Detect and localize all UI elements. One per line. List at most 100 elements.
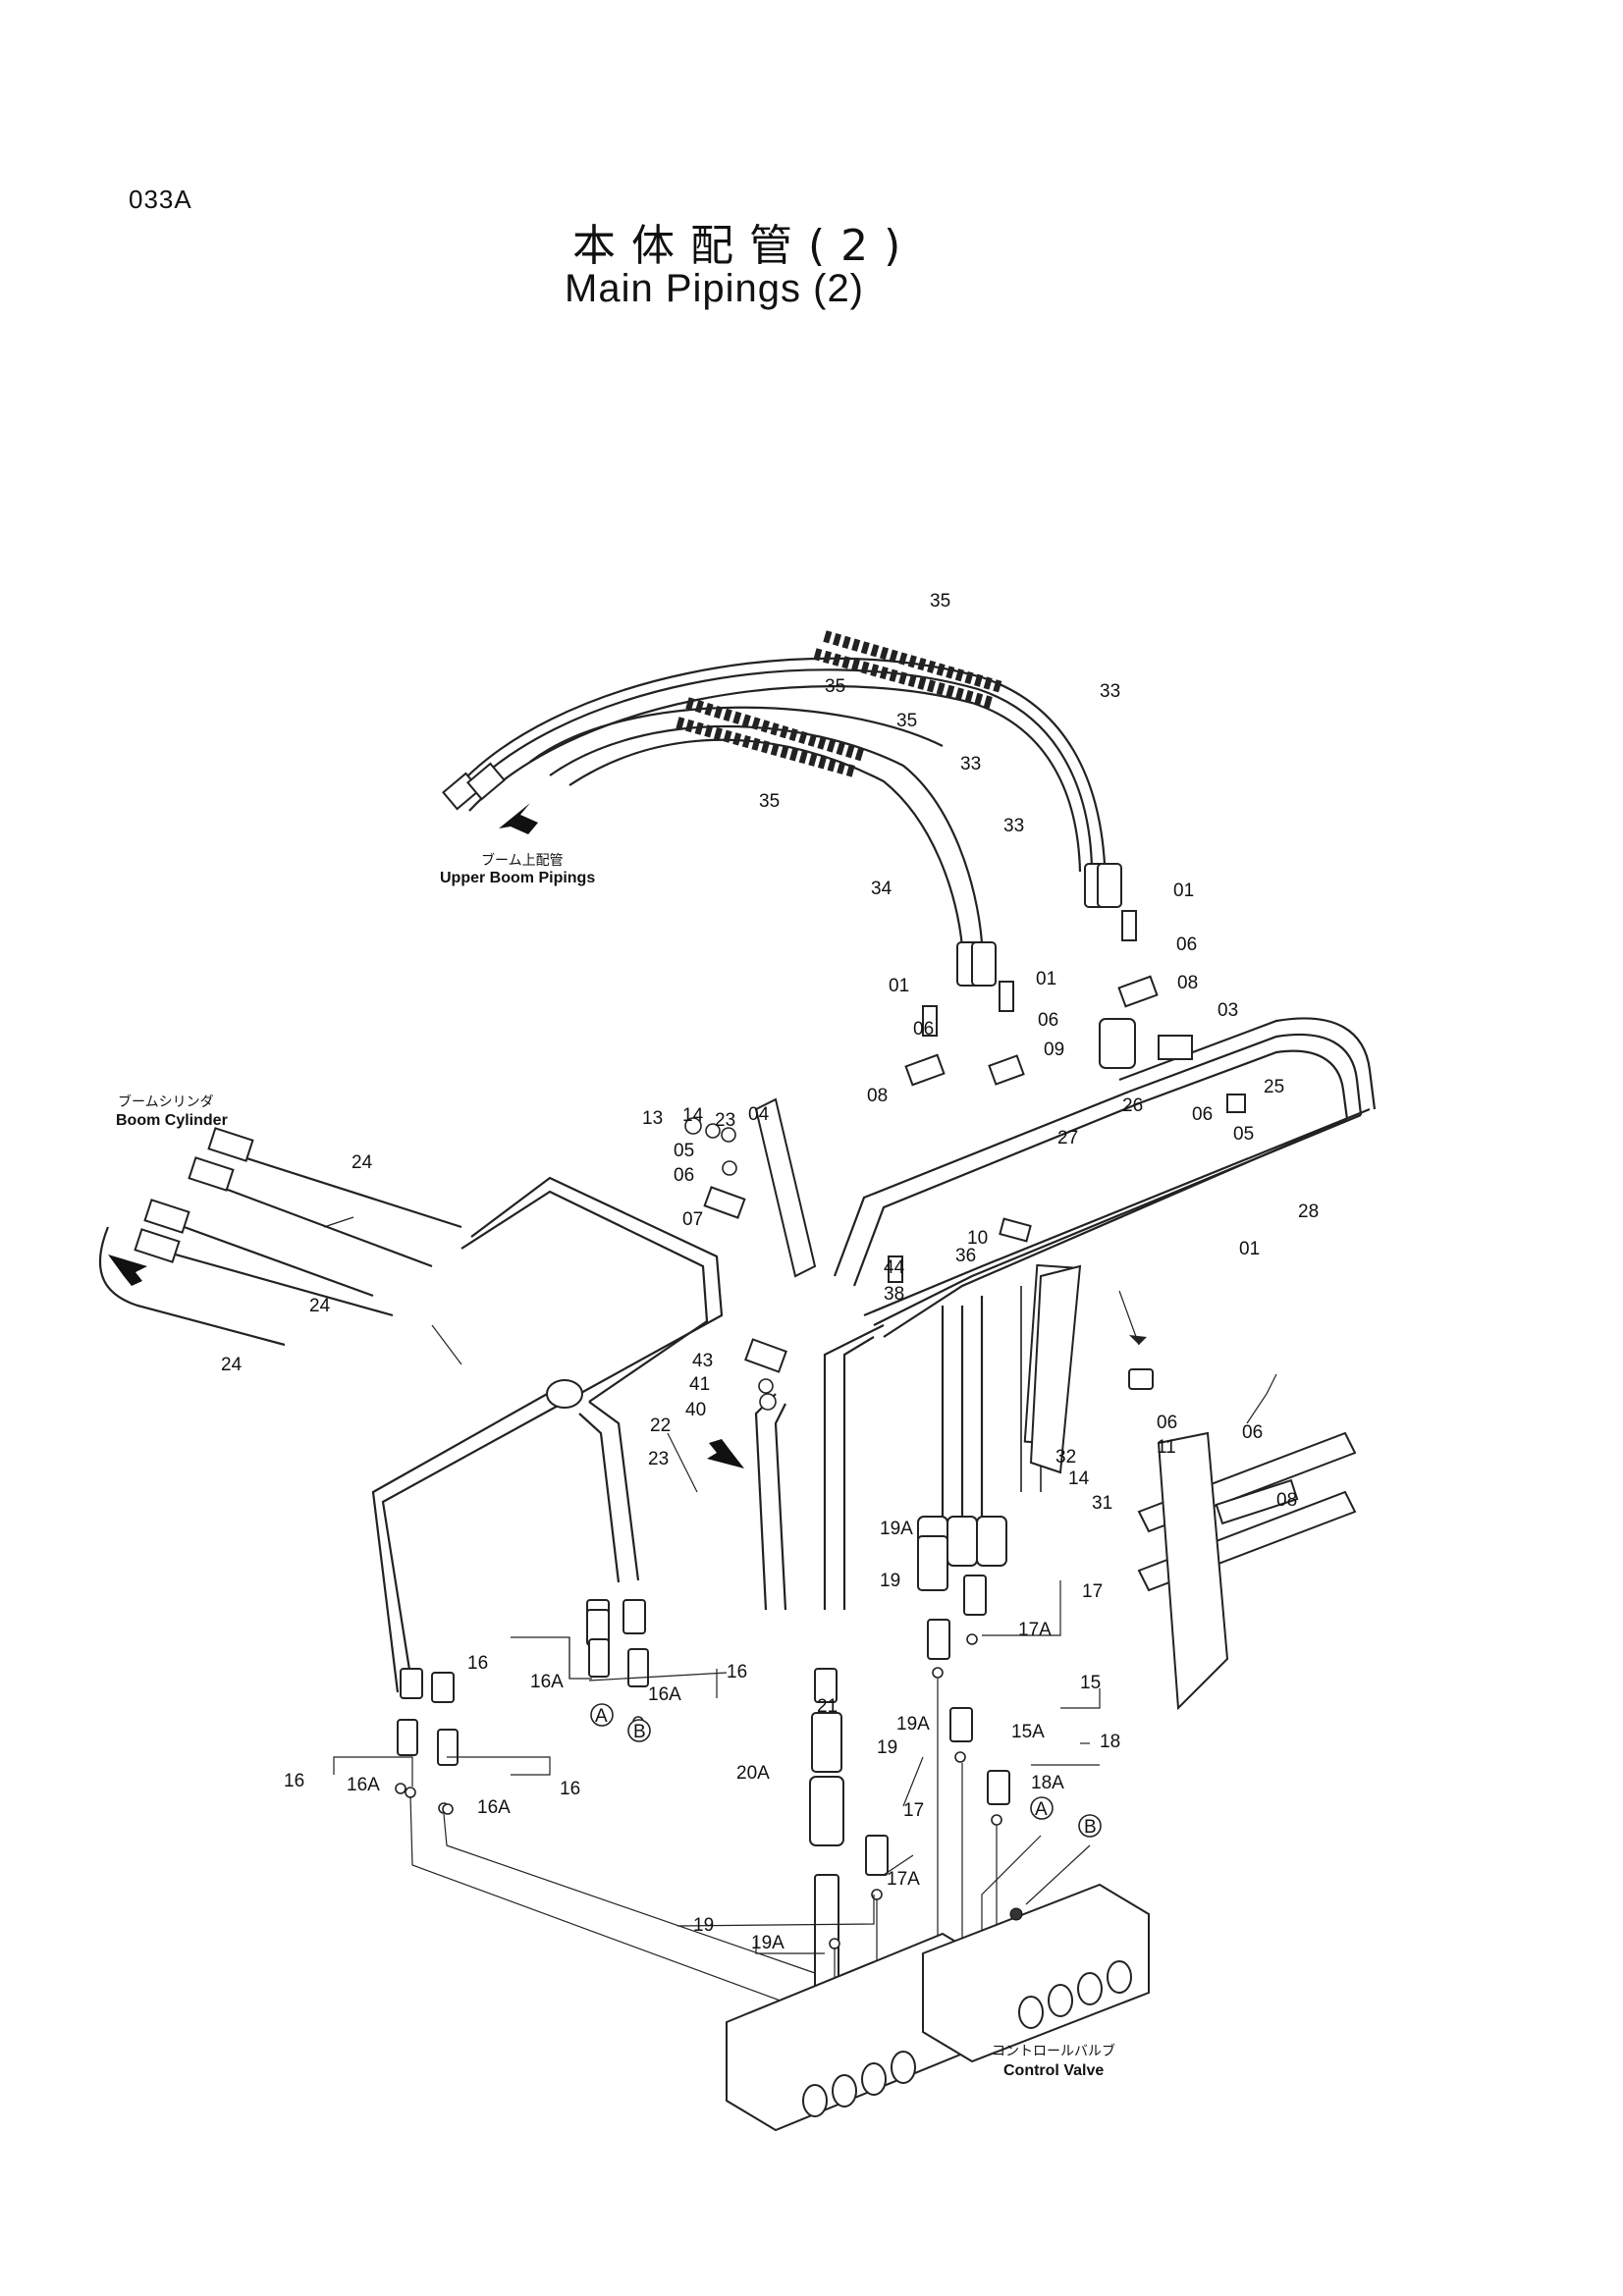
upper-boom-hoses [442,630,1122,987]
part-label: 44 [884,1257,905,1278]
part-label: 06 [1242,1422,1263,1443]
part-label: 06 [1157,1413,1177,1433]
part-label: 18 [1100,1732,1120,1752]
svg-text:B: B [633,1722,646,1742]
boom-cylinder-lines [98,1127,724,1693]
part-label: 15A [1011,1722,1045,1742]
part-label: 18A [1031,1773,1064,1793]
svg-text:A: A [1035,1799,1048,1820]
part-label: 26 [1122,1095,1143,1116]
part-label: 04 [748,1104,770,1125]
port-marker-a-left: A [590,1703,614,1727]
part-label: 08 [1276,1490,1297,1511]
part-label: 32 [1055,1447,1076,1468]
part-label: 17 [903,1800,924,1821]
upper-boom-arrow-icon [499,803,538,834]
part-label: 16A [530,1672,564,1692]
part-label: 19 [693,1915,714,1936]
part-label: 16A [477,1797,511,1818]
part-label: 16 [560,1779,580,1799]
part-label: 01 [1239,1239,1260,1259]
port-marker-b-left: B [627,1719,651,1742]
part-label: 01 [1173,881,1194,901]
direction-arrows [108,803,744,1468]
part-label: 19A [880,1519,913,1539]
control-valve-caption-jp: コントロールバルブ [992,2043,1115,2058]
part-label: 08 [1177,973,1198,993]
part-label: 27 [1057,1128,1078,1148]
part-label: 21 [817,1696,838,1717]
part-label: 35 [896,711,917,731]
part-label: 34 [871,879,893,899]
port-marker-a-right: A [1030,1796,1054,1820]
leader-lines [323,1216,1277,1954]
part-label: 10 [967,1228,988,1249]
valve-arrow-icon [707,1439,744,1468]
page-title: Main Pipings (2) [565,267,865,310]
part-label: 17A [887,1869,920,1890]
part-label: 19A [896,1714,930,1735]
part-label: 25 [1264,1077,1284,1097]
part-label: 16 [467,1653,488,1674]
part-label: 06 [1192,1104,1213,1125]
part-label: 33 [1100,681,1120,702]
page-code: 033A [129,185,192,214]
page-title-japanese: 本体配管(2) [572,221,917,271]
part-label: 41 [689,1374,710,1395]
upper-boom-caption-jp: ブーム上配管 [481,852,564,868]
part-label: 01 [889,976,909,996]
right-brackets [1029,1264,1357,1711]
part-label: 05 [1233,1124,1254,1145]
part-label: 35 [825,676,845,697]
part-label: 16A [347,1775,380,1795]
part-label: 36 [955,1246,976,1266]
part-label: 08 [867,1086,888,1106]
part-label: 05 [674,1141,694,1161]
part-label: 17A [1018,1620,1052,1640]
part-label: 33 [960,754,981,774]
part-label: 14 [682,1105,704,1126]
part-label: 16A [648,1684,681,1705]
part-label: 22 [650,1415,671,1436]
part-label: 17 [1082,1581,1103,1602]
part-label: 06 [1176,934,1197,955]
part-labels: 35 35 35 35 33 33 33 34 01 06 08 03 25 2… [221,591,1319,1953]
svg-text:B: B [1084,1817,1097,1838]
port-marker-b-right: B [1078,1814,1102,1838]
boom-cylinder-caption: Boom Cylinder [116,1112,228,1129]
boom-cylinder-caption-jp: ブームシリンダ [118,1094,214,1109]
part-label: 24 [221,1355,243,1375]
part-label: 06 [913,1019,934,1040]
part-label: 07 [682,1209,703,1230]
part-label: 03 [1217,1000,1238,1021]
part-label: 19A [751,1933,784,1953]
part-label: 19 [880,1571,900,1591]
part-label: 24 [352,1152,373,1173]
control-valve [726,1883,1150,2132]
part-label: 38 [884,1284,904,1305]
part-label: 06 [1038,1010,1058,1031]
part-label: 31 [1092,1493,1112,1514]
part-label: 15 [1080,1673,1101,1693]
part-label: 14 [1068,1468,1090,1489]
part-label: 19 [877,1737,897,1758]
clamps [684,910,1246,1411]
part-label: 13 [642,1108,663,1129]
part-label: 43 [692,1351,713,1371]
part-label: 09 [1044,1040,1064,1060]
main-tubes [833,1017,1377,1338]
part-label: 28 [1298,1201,1319,1222]
part-label: 35 [930,591,950,612]
control-valve-caption: Control Valve [1003,2062,1104,2079]
svg-text:A: A [595,1706,608,1727]
part-label: 16 [284,1771,304,1791]
part-label: 23 [715,1110,735,1131]
upper-boom-caption: Upper Boom Pipings [440,870,595,886]
part-label: 40 [685,1400,706,1420]
part-label: 23 [648,1449,669,1469]
part-label: 11 [1157,1437,1176,1458]
part-label: 35 [759,791,780,812]
part-label: 16 [727,1662,747,1682]
part-label: 01 [1036,969,1056,989]
